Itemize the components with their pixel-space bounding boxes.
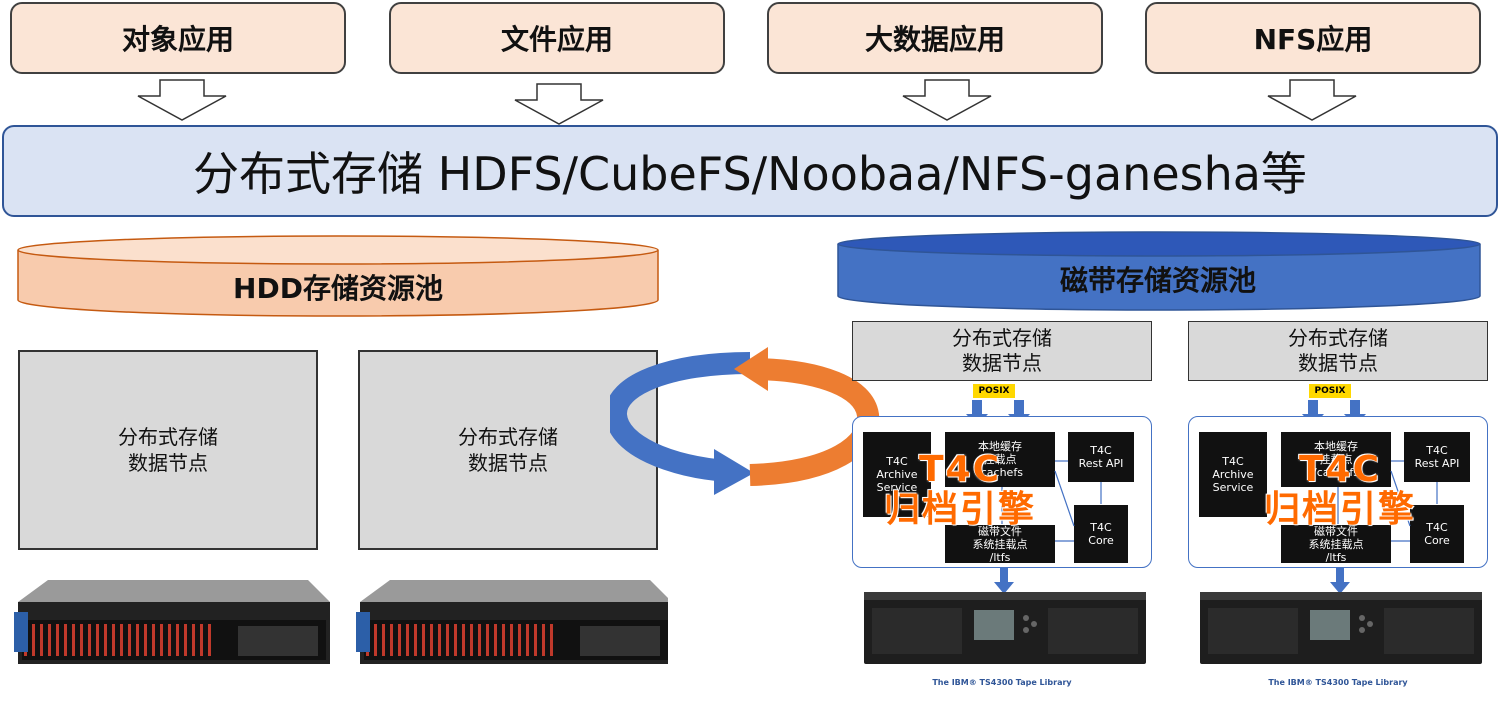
- app-box-file: 文件应用: [389, 2, 725, 74]
- distributed-storage-label: 分布式存储 HDFS/CubeFS/Noobaa/NFS-ganesha等: [193, 147, 1307, 201]
- down-arrows: [137, 79, 1357, 125]
- hdd-data-node: 分布式存储数据节点: [358, 350, 658, 550]
- hdd-pool-cylinder: [17, 235, 659, 317]
- posix-label: POSIX: [1309, 384, 1351, 398]
- tape-library-icon: [1200, 592, 1482, 664]
- rack-server-icon: [14, 580, 330, 664]
- rack-server-icon: [356, 580, 668, 664]
- tape-pool-cylinder: [837, 231, 1481, 311]
- down-arrow-icon: [1330, 568, 1350, 594]
- distributed-storage-bar: 分布式存储 HDFS/CubeFS/Noobaa/NFS-ganesha等: [2, 125, 1498, 217]
- hdd-data-node: 分布式存储数据节点: [18, 350, 318, 550]
- down-arrow-icon: [1267, 79, 1357, 121]
- down-arrow-icon: [137, 79, 227, 121]
- app-label: 大数据应用: [864, 23, 1005, 56]
- cycle-arrows-icon: [610, 347, 880, 495]
- t4c-engine-overlay: T4C 归档引擎: [883, 449, 1036, 530]
- tape-pool-label: 磁带存储资源池: [1059, 264, 1256, 297]
- tape-library-caption: The IBM® TS4300 Tape Library: [932, 678, 1072, 687]
- down-arrow-icon: [994, 568, 1014, 594]
- ltfs-mount-block: 磁带文件系统挂载点/ltfs: [1281, 525, 1391, 564]
- tape-library-icon: [864, 592, 1146, 664]
- tape-data-node: 分布式存储 数据节点: [1188, 321, 1488, 381]
- rack-servers: [14, 580, 668, 664]
- t4c-engine-overlay: T4C 归档引擎: [1263, 449, 1416, 530]
- tape-library-caption: The IBM® TS4300 Tape Library: [1268, 678, 1408, 687]
- tape-data-node: 分布式存储 数据节点: [852, 321, 1152, 381]
- down-arrow-icon: [902, 79, 992, 121]
- app-label: 对象应用: [121, 23, 234, 56]
- posix-label: POSIX: [973, 384, 1015, 398]
- t4c-connectors: [1001, 460, 1102, 542]
- app-box-bigdata: 大数据应用: [767, 2, 1103, 74]
- ltfs-mount-block: 磁带文件系统挂载点/ltfs: [945, 525, 1055, 564]
- hdd-pool-label: HDD存储资源池: [233, 272, 443, 305]
- app-box-nfs: NFS应用: [1145, 2, 1481, 74]
- app-box-object: 对象应用: [10, 2, 346, 74]
- cache-mount-block: 本地缓存挂载点/cachefs: [945, 432, 1055, 487]
- cache-mount-block: 本地缓存挂载点/cachefs: [1281, 432, 1391, 487]
- down-arrow-icon: [514, 83, 604, 125]
- app-label: NFS应用: [1253, 23, 1373, 56]
- t4c-connectors: [1337, 460, 1438, 542]
- app-label: 文件应用: [500, 23, 613, 56]
